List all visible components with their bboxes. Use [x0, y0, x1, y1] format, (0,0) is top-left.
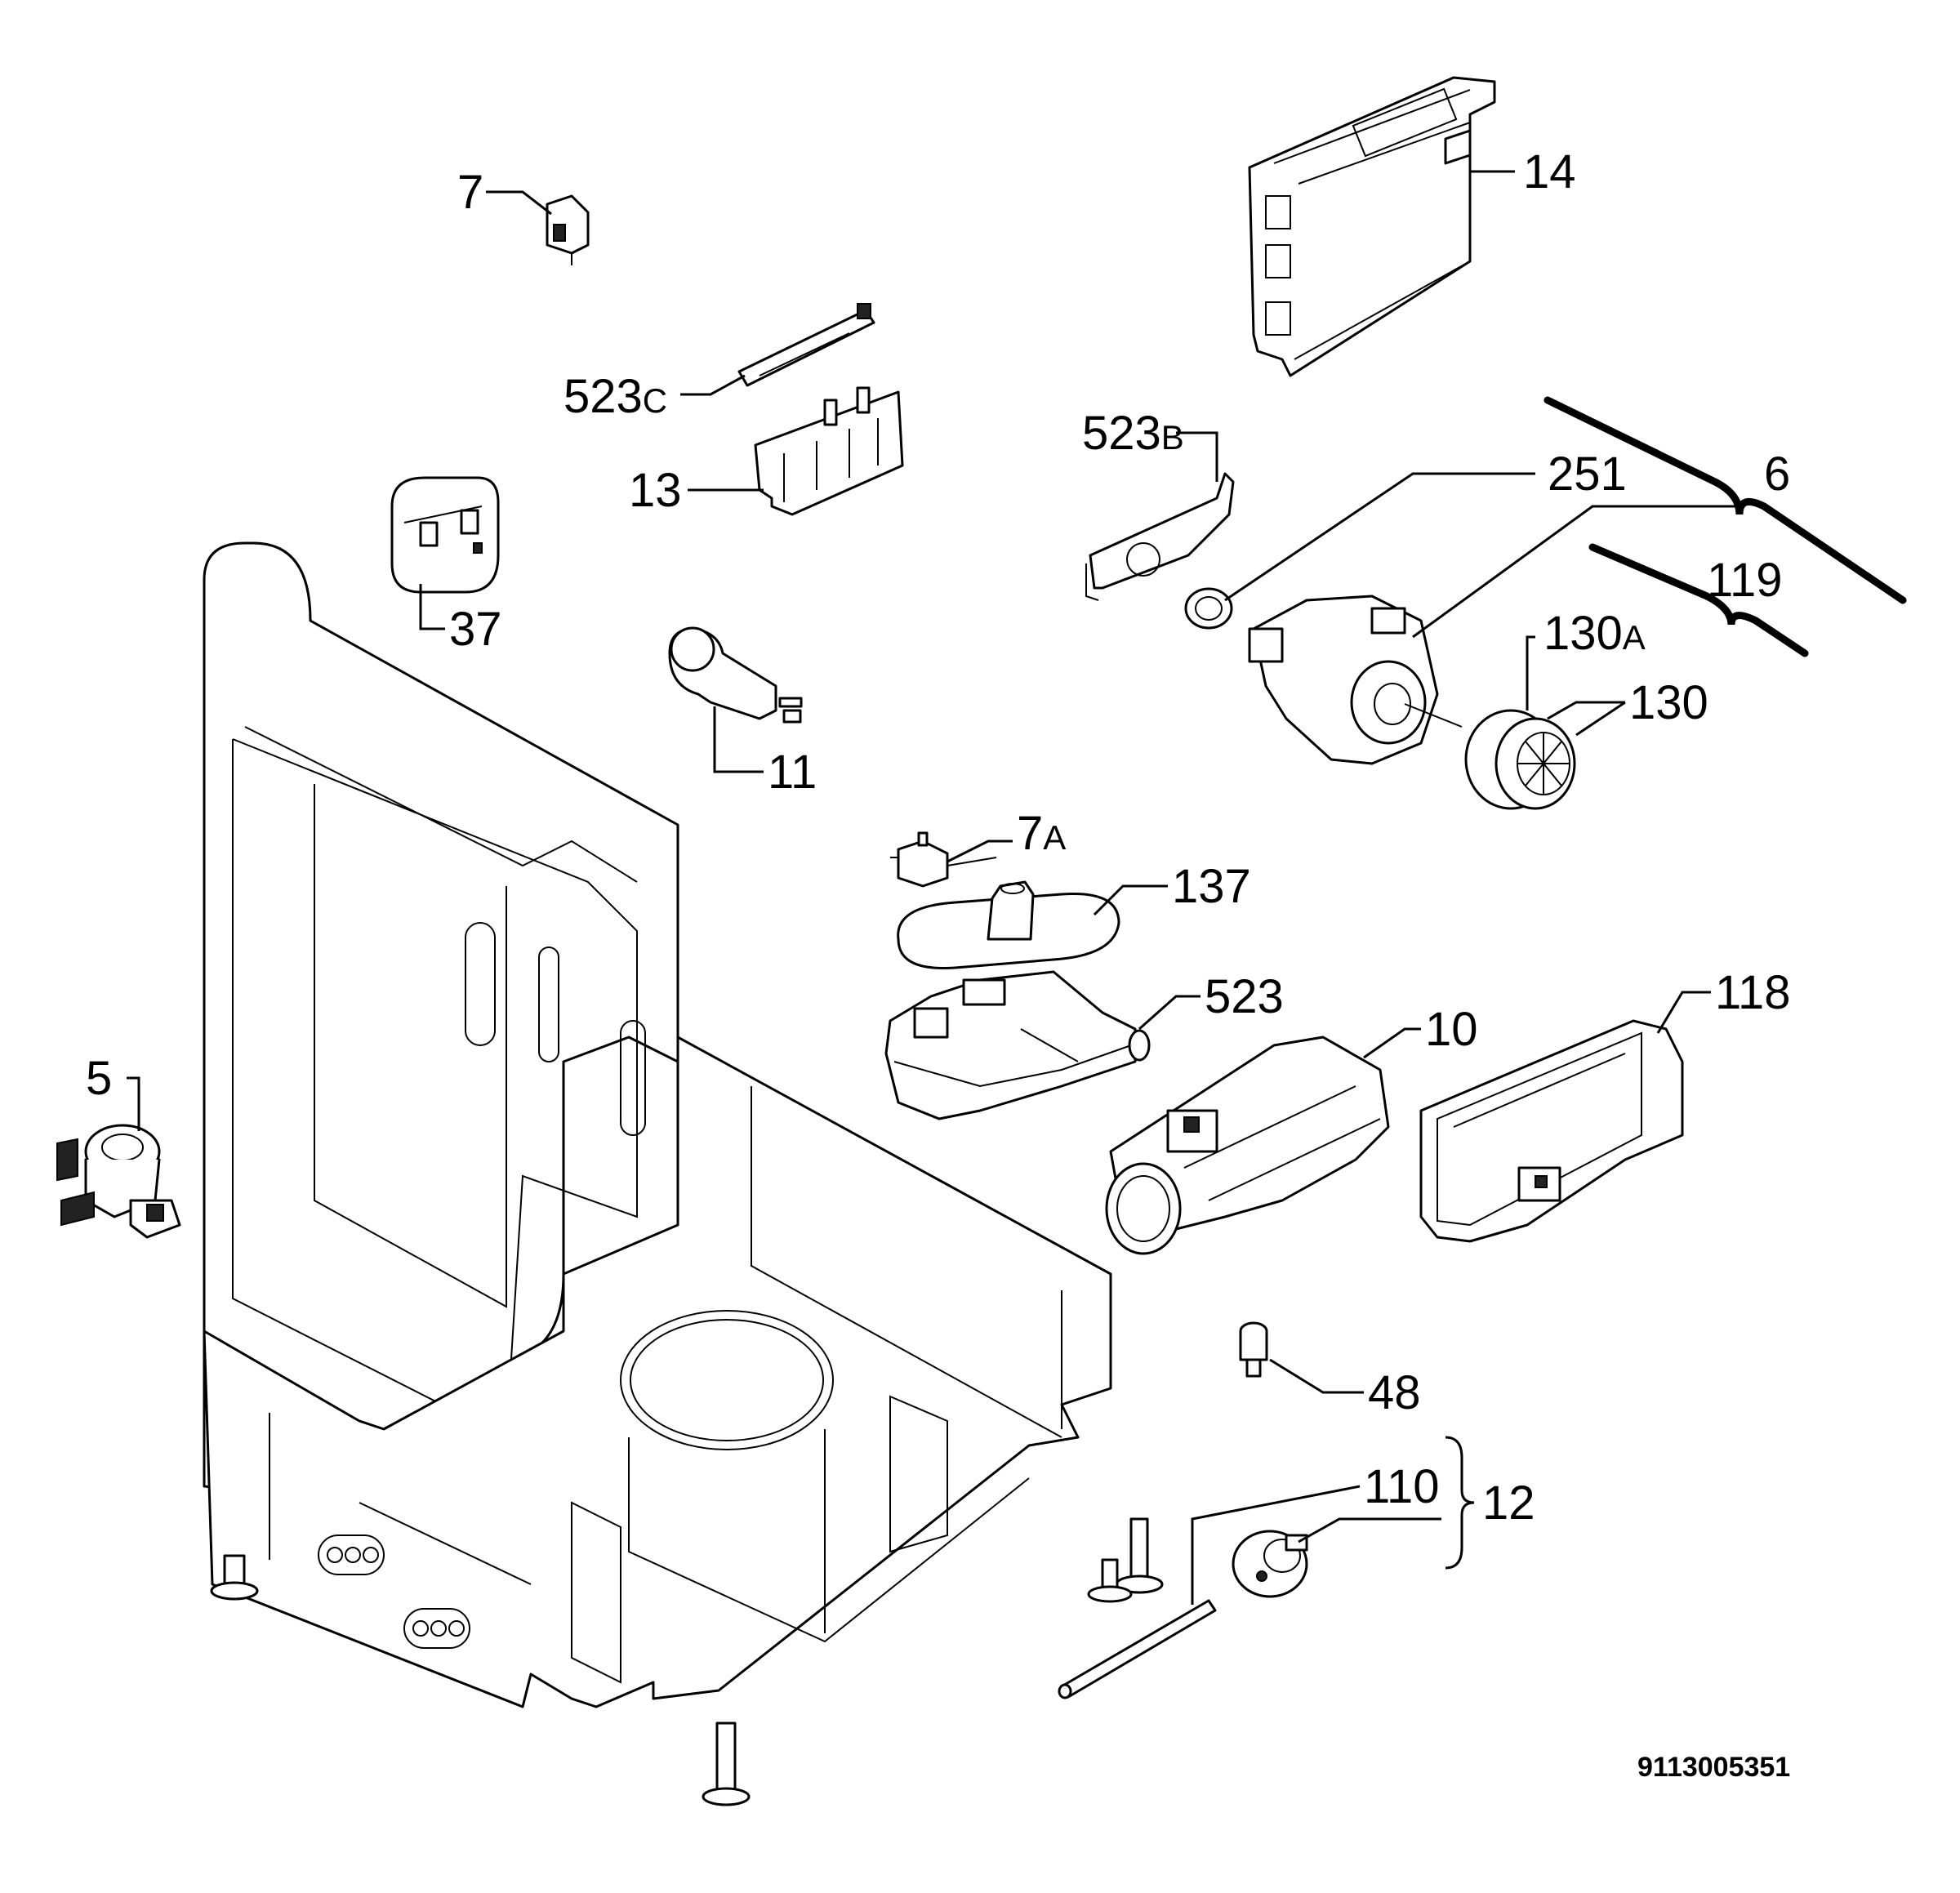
part-523b-bracket	[1085, 472, 1235, 601]
part-13-connector-block	[754, 386, 904, 516]
label-523c-main: 523	[564, 370, 643, 423]
part-6-circulation-motor	[1248, 595, 1463, 765]
label-7a: 7A	[1017, 807, 1066, 860]
part-110-hose	[1058, 1599, 1217, 1699]
label-12: 12	[1482, 1477, 1535, 1530]
label-137: 137	[1172, 860, 1251, 913]
part-137-float-cover	[897, 880, 1120, 970]
grouping-braces	[1445, 396, 1907, 1570]
label-13: 13	[629, 464, 682, 517]
part-251-seal	[1184, 587, 1233, 630]
label-7: 7	[457, 166, 483, 219]
label-119: 119	[1707, 554, 1782, 607]
label-523b-main: 523	[1082, 407, 1161, 460]
label-523c: 523C	[564, 370, 667, 423]
label-48: 48	[1368, 1366, 1421, 1419]
document-number: 9113005351	[1637, 1752, 1790, 1783]
label-7a-main: 7	[1017, 807, 1043, 860]
label-130a-sub: A	[1623, 618, 1646, 657]
label-251: 251	[1548, 448, 1627, 501]
label-6: 6	[1764, 448, 1790, 501]
label-10: 10	[1425, 1003, 1478, 1056]
label-5: 5	[86, 1052, 112, 1105]
part-5-inlet-valve	[56, 1124, 181, 1239]
dishwasher-cabinet-frame	[203, 541, 1164, 1806]
label-130: 130	[1629, 676, 1708, 729]
label-523b-sub: B	[1161, 418, 1184, 457]
label-14: 14	[1523, 145, 1576, 198]
leader-lines	[127, 170, 1740, 1605]
label-118: 118	[1715, 966, 1790, 1019]
label-11: 11	[768, 746, 817, 799]
label-523c-sub: C	[643, 381, 667, 420]
part-7-switch	[546, 194, 590, 265]
part-118-dispenser	[1419, 1019, 1684, 1243]
label-7a-sub: A	[1043, 818, 1066, 857]
label-37: 37	[449, 603, 502, 656]
label-130a-main: 130	[1544, 607, 1623, 660]
part-10-heater	[1105, 1036, 1390, 1255]
callout-labels: 7 14 523C 523B 13 251 6 37 119 130A 130 …	[86, 145, 1790, 1530]
part-48-sensor	[1239, 1321, 1268, 1378]
label-523: 523	[1205, 970, 1284, 1023]
label-523b: 523B	[1082, 407, 1184, 460]
part-7a-micro-switch	[890, 831, 997, 888]
part-14-control-module	[1248, 76, 1496, 377]
part-130-impeller	[1464, 709, 1576, 810]
part-37-noise-filter	[390, 476, 500, 594]
label-110: 110	[1364, 1460, 1439, 1513]
part-523c-cable-strip	[737, 303, 875, 387]
part-11-capacitor	[668, 626, 803, 724]
part-12-pressure-switch	[1232, 1530, 1308, 1598]
label-130a: 130A	[1544, 607, 1646, 660]
part-523-sensor-housing	[884, 970, 1151, 1120]
